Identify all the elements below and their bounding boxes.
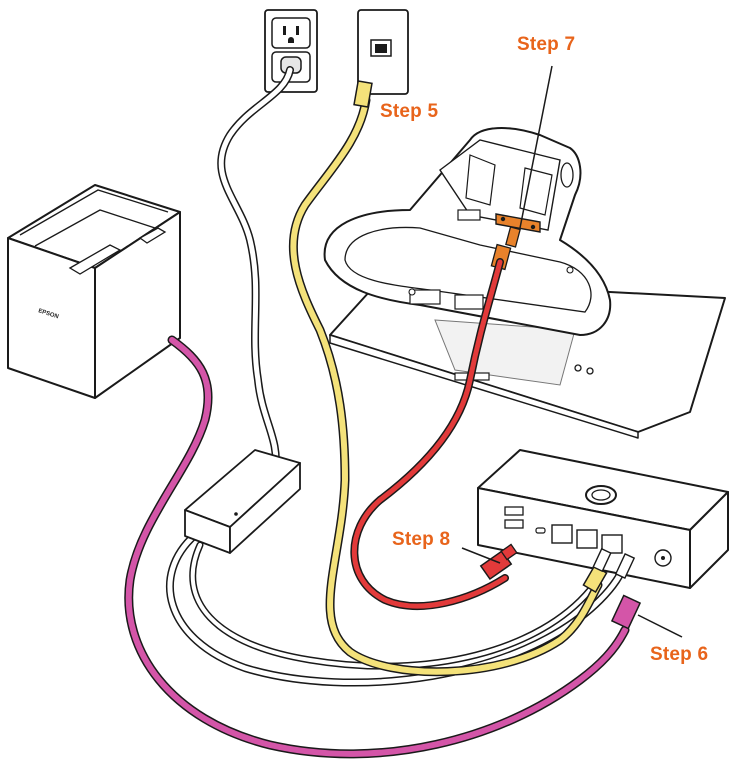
- callout-leader-lines: [461, 65, 683, 638]
- hub-white-cables: [592, 547, 636, 580]
- usb-cable-magenta: [124, 335, 642, 759]
- receipt-printer: EPSON: [7, 184, 181, 399]
- usb-plug-magenta: [610, 594, 642, 630]
- step-7-label: Step 7: [517, 34, 576, 55]
- rj45-plug-wall: [353, 80, 373, 108]
- ethernet-wall-plate: [357, 9, 409, 95]
- step-6-label: Step 6: [650, 644, 709, 665]
- power-outlet-plate: [264, 9, 318, 93]
- power-outlet-icon: [283, 26, 299, 43]
- pos-terminal: [323, 127, 726, 439]
- connectivity-hub: [477, 449, 729, 589]
- ethernet-cable-yellow: [288, 80, 608, 677]
- ethernet-cable-red: [350, 258, 518, 610]
- orange-connector-bracket: [490, 213, 541, 271]
- power-adapter: [184, 449, 301, 554]
- step-5-label: Step 5: [380, 101, 439, 122]
- ethernet-jack-icon: [370, 39, 392, 57]
- step-8-label: Step 8: [392, 529, 451, 550]
- rj45-plug-red: [479, 543, 518, 581]
